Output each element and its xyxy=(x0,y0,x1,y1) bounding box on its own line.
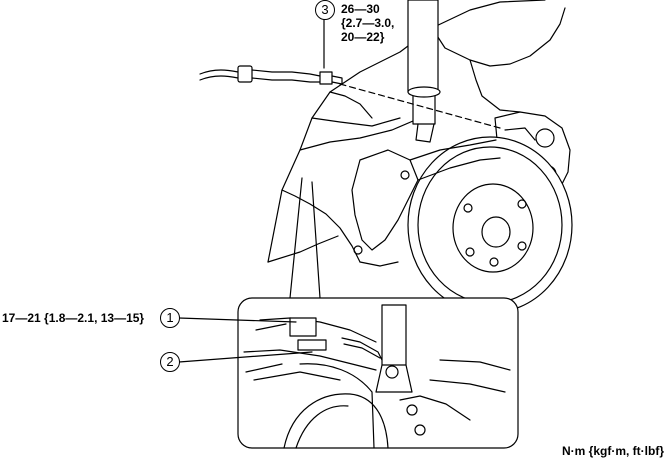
brake-hose xyxy=(199,65,343,85)
callout-2-leader xyxy=(178,351,313,363)
wheel-housing xyxy=(267,0,566,267)
callout-3-torque-line-1: 26—30 xyxy=(341,2,380,16)
callout-3-marker: 3 xyxy=(315,0,335,20)
callout-3-torque-line-2: {2.7—3.0, xyxy=(341,16,395,30)
callout-1-torque-label: 17—21 {1.8—2.1, 13—15} xyxy=(2,311,145,325)
callout-2-marker: 2 xyxy=(160,352,180,372)
callout-3-torque-line-3: 20—22} xyxy=(341,30,385,44)
units-label: N·m {kgf·m, ft·lbf} xyxy=(562,444,664,458)
detail-view-frame xyxy=(237,297,519,449)
steering-knuckle xyxy=(351,139,501,255)
callout-1-marker: 1 xyxy=(160,308,180,328)
brake-disc xyxy=(407,136,573,314)
detail-view-contents xyxy=(243,304,511,449)
detail-pointer-right xyxy=(311,181,321,299)
callout-1-leader xyxy=(178,317,297,323)
hose-connection-line xyxy=(339,83,501,129)
shock-absorber xyxy=(407,0,441,143)
detail-pointer-left xyxy=(289,177,303,299)
